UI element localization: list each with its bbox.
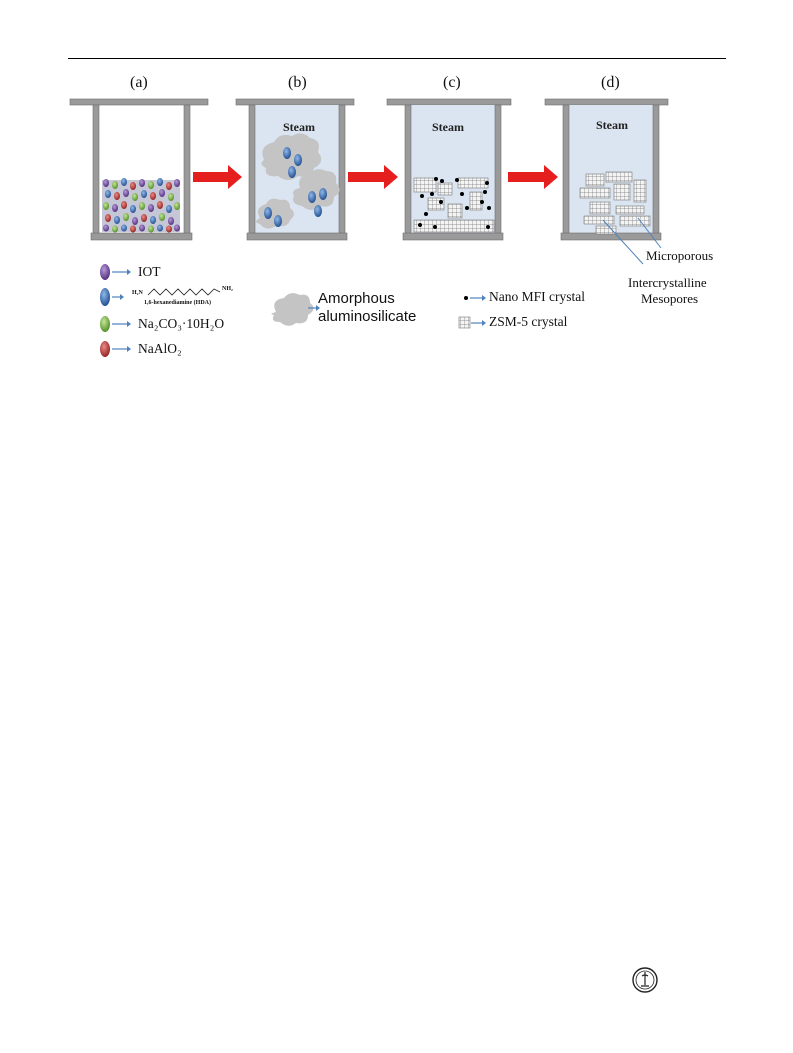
journal-emblem-icon	[630, 965, 660, 995]
zsm5-legend-icon	[458, 316, 471, 329]
legend-icons	[100, 264, 486, 357]
legend-nano-mfi: Nano MFI crystal	[489, 289, 585, 304]
legend-amorphous-line2: aluminosilicate	[318, 308, 417, 325]
legend-hda-left: H₂N	[132, 290, 143, 296]
microporous-pointer	[637, 217, 662, 249]
legend-hda-right: NH₂	[222, 286, 233, 292]
panel-label-c: (c)	[443, 74, 461, 91]
synthesis-diagram: (a) (b) (c) (d) Steam Steam Steam IOT H₂…	[60, 68, 740, 378]
annotation-intercrystalline: Intercrystalline	[628, 275, 707, 290]
annotation-mesopores: Mesopores	[641, 291, 699, 306]
legend-naalo2: NaAlO₂	[138, 341, 182, 356]
panel-label-b: (b)	[288, 74, 307, 91]
diagram-svg	[69, 98, 669, 357]
reactor-a	[69, 98, 209, 241]
hda-chain	[147, 288, 221, 296]
naalo2-icon	[100, 341, 110, 357]
amorphous-clusters	[256, 133, 340, 229]
steam-label-b: Steam	[283, 120, 315, 134]
hda-icon	[100, 288, 110, 306]
nano-mfi-legend-icon	[464, 296, 468, 300]
na2co3-icon	[100, 316, 110, 332]
legend-iot: IOT	[138, 264, 161, 279]
header-rule	[68, 58, 726, 59]
legend-hda-caption: 1,6-hexanediamine (HDA)	[144, 300, 211, 306]
panel-label-d: (d)	[601, 74, 620, 91]
annotation-microporous: Microporous	[646, 248, 714, 263]
precursor-mixture	[102, 178, 180, 233]
legend-na2co3: Na₂CO₃·10H₂O	[138, 316, 225, 331]
legend-amorphous-line1: Amorphous	[318, 290, 395, 307]
process-arrow-3	[508, 165, 558, 189]
reactor-d	[544, 98, 669, 265]
zsm5-crystals-d	[579, 171, 651, 235]
mesopores-pointer	[602, 219, 644, 265]
process-arrow-1	[193, 165, 242, 189]
reactor-c	[386, 98, 512, 241]
steam-label-d: Steam	[596, 118, 628, 132]
legend-zsm5: ZSM-5 crystal	[489, 314, 568, 329]
reactor-b	[235, 98, 355, 241]
iot-icon	[100, 264, 110, 280]
amorphous-legend-icon	[271, 293, 314, 326]
steam-label-c: Steam	[432, 120, 464, 134]
panel-label-a: (a)	[130, 74, 148, 91]
process-arrow-2	[348, 165, 398, 189]
nano-mfi-dots-c	[418, 177, 491, 229]
